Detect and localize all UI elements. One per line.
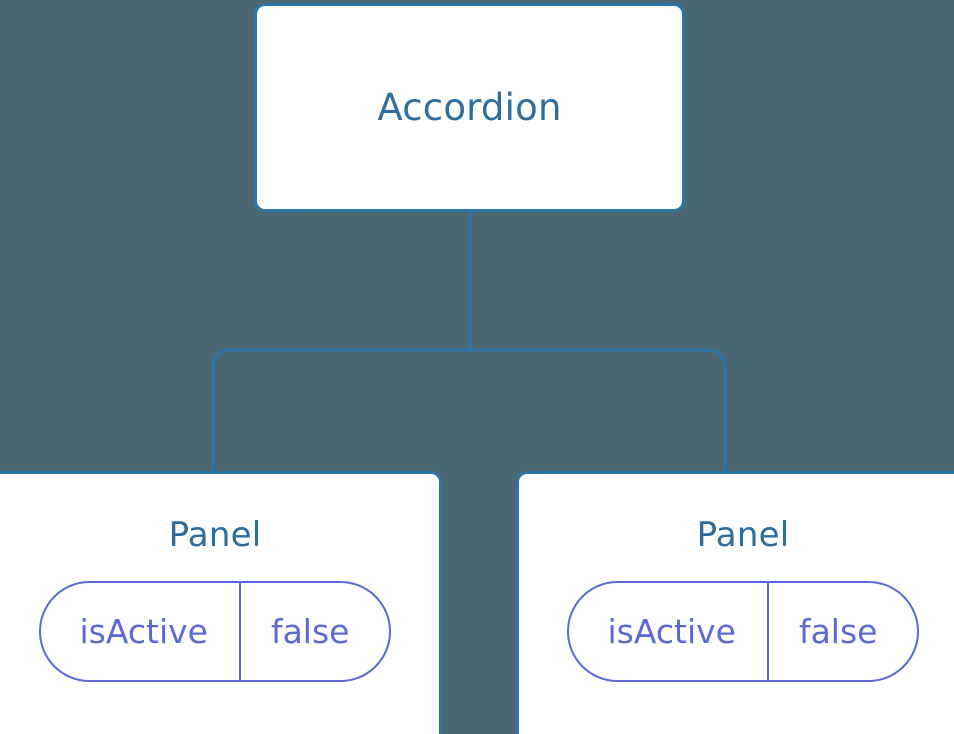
prop-badge-isactive[interactable]: isActive false — [38, 581, 392, 682]
prop-value: false — [798, 612, 878, 651]
node-title: Accordion — [377, 86, 562, 129]
node-title: Panel — [696, 515, 790, 555]
prop-value: false — [270, 612, 350, 651]
connector-root-to-children — [211, 212, 727, 471]
prop-badge-isactive[interactable]: isActive false — [566, 581, 920, 682]
node-panel-2[interactable]: Panel isActive false — [516, 471, 954, 734]
node-panel-1[interactable]: Panel isActive false — [0, 471, 442, 734]
prop-key: isActive — [41, 583, 241, 680]
node-title: Panel — [168, 515, 262, 555]
prop-key: isActive — [569, 583, 769, 680]
node-accordion[interactable]: Accordion — [254, 3, 685, 212]
